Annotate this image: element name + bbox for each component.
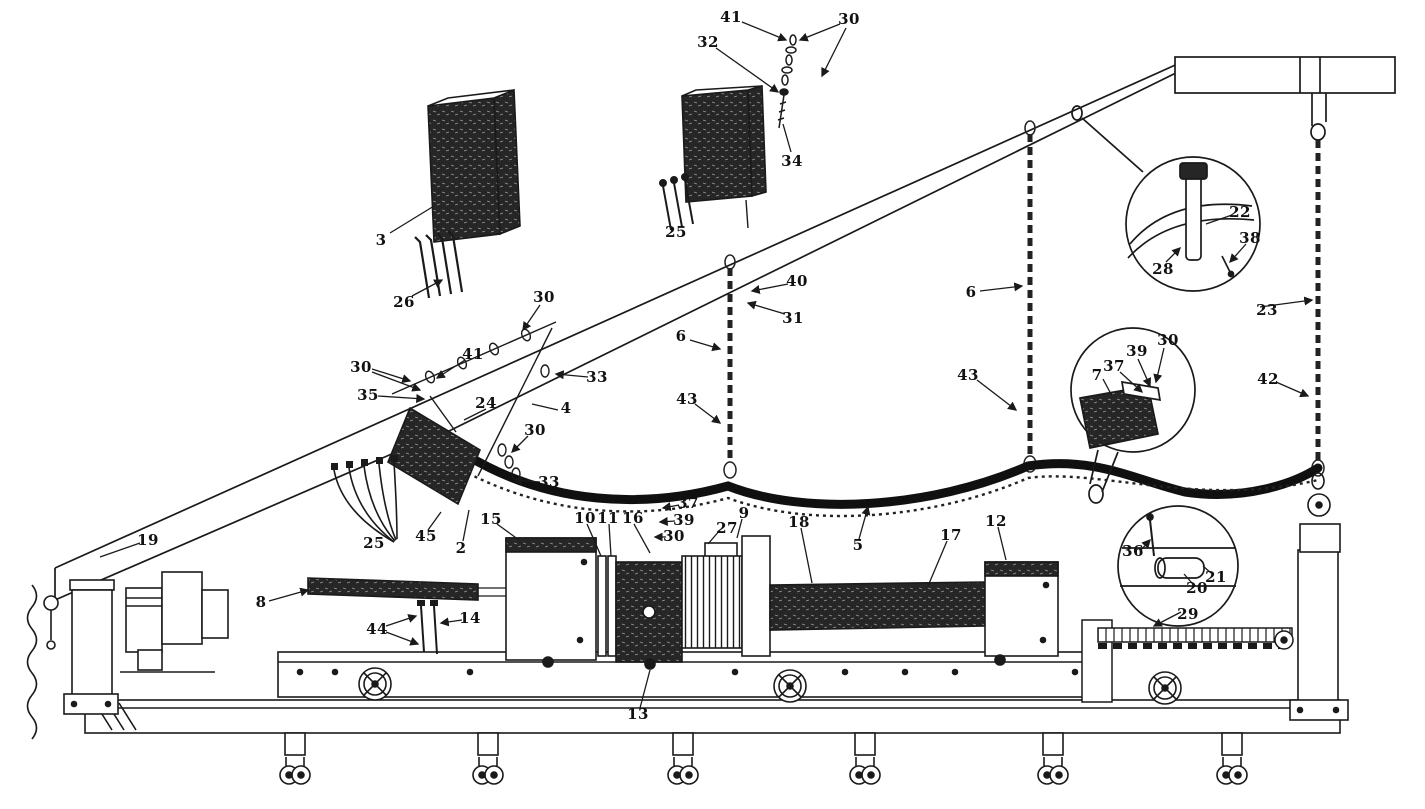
pins-26 bbox=[414, 230, 464, 299]
mid-machines bbox=[307, 535, 1059, 670]
gear-rack bbox=[1081, 619, 1294, 703]
detail-circle-roller bbox=[1117, 505, 1239, 627]
part-box-1 bbox=[681, 84, 767, 229]
left-assembly bbox=[26, 571, 229, 740]
leader-lines bbox=[99, 21, 1314, 709]
legs-and-casters bbox=[279, 732, 1248, 785]
wires-25 bbox=[331, 455, 398, 543]
part-wedge-24 bbox=[387, 406, 481, 506]
bed-wheels bbox=[358, 667, 1182, 705]
machine-bed bbox=[84, 651, 1341, 734]
detail-circle-clamp bbox=[1070, 327, 1196, 504]
part-box-3 bbox=[427, 88, 521, 243]
suspended-belt bbox=[461, 450, 1323, 518]
pins-25-top bbox=[659, 173, 694, 231]
boom-and-beam bbox=[54, 56, 1396, 601]
chain-and-screw-top bbox=[777, 34, 797, 129]
right-assembly bbox=[1289, 472, 1349, 721]
hanging-chains bbox=[723, 120, 1325, 479]
detail-circle-pin bbox=[1071, 105, 1261, 292]
